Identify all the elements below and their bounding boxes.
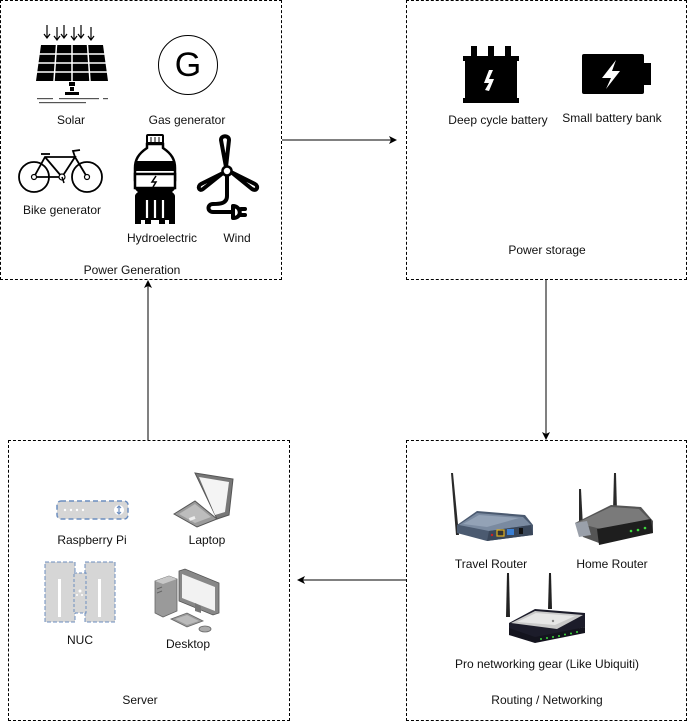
hydroelectric-label: Hydroelectric (126, 231, 198, 245)
pro-networking-gear-label: Pro networking gear (Like Ubiquiti) (454, 657, 640, 671)
home-router-label: Home Router (576, 557, 648, 571)
wind-label: Wind (223, 231, 251, 245)
raspberry-pi-icon (56, 499, 130, 523)
nuc-icon (44, 561, 118, 623)
hydroelectric-bottle-icon (132, 134, 178, 226)
deep-cycle-battery-icon (462, 46, 520, 104)
travel-router-icon (447, 469, 537, 547)
desktop-label: Desktop (165, 637, 211, 651)
wind-turbine-icon (196, 134, 265, 222)
power-generation-group[interactable]: Solar G Gas generator Bike generator (0, 0, 282, 280)
nuc-label: NUC (67, 633, 93, 647)
travel-router-label: Travel Router (454, 557, 528, 571)
solar-label: Solar (56, 113, 86, 127)
power-generation-title: Power Generation (83, 263, 181, 277)
raspberry-pi-label: Raspberry Pi (57, 533, 127, 547)
battery-bank-icon (582, 54, 652, 94)
bicycle-icon (17, 149, 105, 197)
pro-networking-gear-icon (505, 573, 591, 653)
server-title: Server (122, 693, 158, 707)
laptop-label: Laptop (188, 533, 226, 547)
deep-cycle-battery-label: Deep cycle battery (448, 113, 548, 127)
gas-generator-symbol: G (175, 46, 201, 84)
solar-panel-icon (33, 23, 111, 105)
gas-generator-label: Gas generator (148, 113, 226, 127)
server-group[interactable]: Raspberry Pi Laptop NUC (8, 440, 290, 721)
power-storage-group[interactable]: Deep cycle battery Small battery bank Po… (406, 0, 687, 280)
desktop-computer-icon (154, 568, 221, 635)
routing-networking-title: Routing / Networking (491, 693, 603, 707)
home-router-icon (571, 471, 657, 553)
laptop-icon (173, 471, 235, 528)
bike-generator-label: Bike generator (22, 203, 102, 217)
small-battery-bank-label: Small battery bank (562, 111, 662, 125)
power-storage-title: Power storage (508, 243, 586, 257)
routing-networking-group[interactable]: Travel Router Home Router (406, 440, 687, 721)
gas-generator-icon: G (157, 34, 219, 96)
